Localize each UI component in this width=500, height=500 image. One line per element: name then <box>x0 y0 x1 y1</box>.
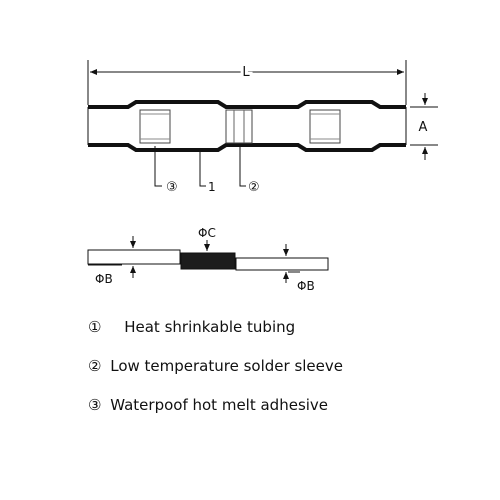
legend-item-1: ① Heat shrinkable tubing <box>88 318 295 336</box>
length-dimension: L <box>87 60 407 105</box>
solder-label: ΦC <box>198 226 216 240</box>
legend-text: Heat shrinkable tubing <box>124 318 296 336</box>
solder-sleeve-center <box>225 109 253 144</box>
height-label: A <box>419 120 428 135</box>
legend-item-2: ② Low temperature solder sleeve <box>88 357 343 375</box>
adhesive-ring-left <box>139 109 171 144</box>
callout-leaders <box>154 146 246 187</box>
wire-right-label: ΦB <box>297 279 315 293</box>
section-view <box>87 236 329 283</box>
callout-2: ② <box>248 180 260 195</box>
adhesive-ring-right <box>309 109 341 144</box>
heat-shrink-tube <box>87 100 407 152</box>
legend-marker: ② <box>88 357 102 375</box>
legend-text: Waterpoof hot melt adhesive <box>110 396 329 414</box>
legend-text: Low temperature solder sleeve <box>110 357 343 375</box>
length-label: L <box>242 65 250 80</box>
legend-marker: ③ <box>88 396 102 414</box>
legend-item-3: ③ Waterpoof hot melt adhesive <box>88 396 328 414</box>
wire-left-label: ΦB <box>95 272 113 286</box>
legend-marker: ① <box>88 318 102 336</box>
callout-1: 1 <box>208 180 216 194</box>
height-dimension: A <box>410 93 438 160</box>
callout-3: ③ <box>166 180 178 195</box>
